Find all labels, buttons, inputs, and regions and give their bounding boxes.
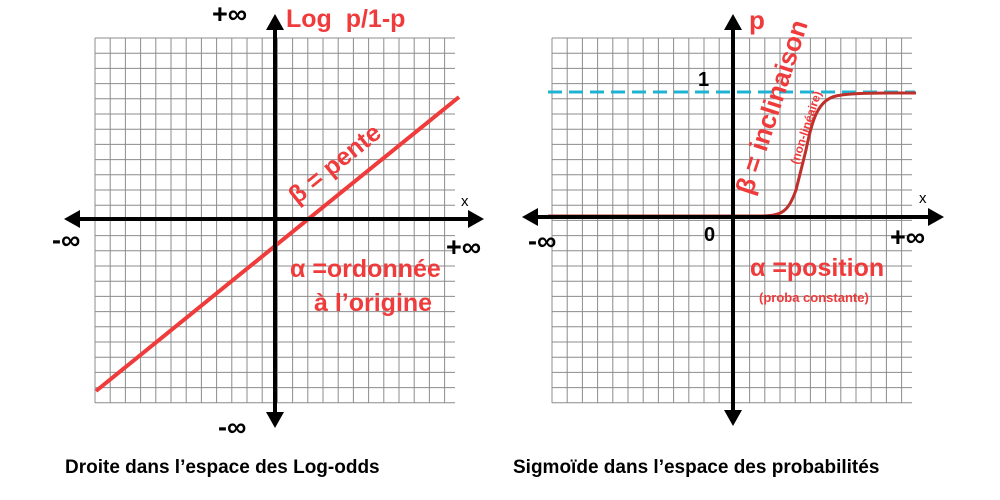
right-x-axis-label: x (919, 190, 927, 207)
left-x-left-label: -∞ (52, 225, 80, 255)
left-regression-line (94, 95, 461, 393)
right-one-label: 1 (698, 69, 709, 91)
right-x-arrow-right-icon (928, 208, 944, 226)
right-y-axis (724, 14, 742, 426)
left-caption: Droite dans l’espace des Log-odds (65, 457, 380, 478)
left-x-right-label: +∞ (446, 232, 481, 262)
right-y-arrow-down-icon (724, 410, 742, 426)
right-x-right-label: +∞ (890, 222, 925, 252)
left-intercept-label-line2: à l’origine (314, 289, 432, 317)
right-position-label: α =position (750, 254, 884, 282)
left-x-arrow-left-icon (64, 210, 80, 228)
right-y-axis-label: p (749, 5, 765, 35)
left-y-axis (266, 14, 284, 428)
right-sigmoid-curve (548, 91, 917, 218)
right-x-arrow-left-icon (522, 208, 538, 226)
right-y-arrow-up-icon (724, 14, 742, 30)
left-intercept-label-line1: α =ordonnée (290, 255, 441, 283)
left-y-arrow-up-icon (266, 14, 284, 30)
left-panel: +∞ Log p/1-p -∞ -∞ +∞ x β = pente α =ord… (52, 0, 484, 478)
right-origin-label: 0 (704, 224, 715, 246)
right-panel: p 1 0 -∞ +∞ x β = inclinaison (non-linéa… (513, 5, 944, 478)
left-y-arrow-down-icon (266, 412, 284, 428)
left-y-bottom-label: -∞ (218, 412, 246, 442)
right-caption: Sigmoïde dans l’espace des probabilités (513, 457, 879, 478)
right-position-sublabel: (proba constante) (759, 290, 869, 305)
left-x-arrow-right-icon (468, 210, 484, 228)
right-x-left-label: -∞ (528, 226, 556, 256)
left-x-axis-label: x (461, 193, 469, 210)
left-y-top-label: +∞ (212, 0, 247, 29)
left-y-axis-label: Log p/1-p (286, 5, 405, 33)
